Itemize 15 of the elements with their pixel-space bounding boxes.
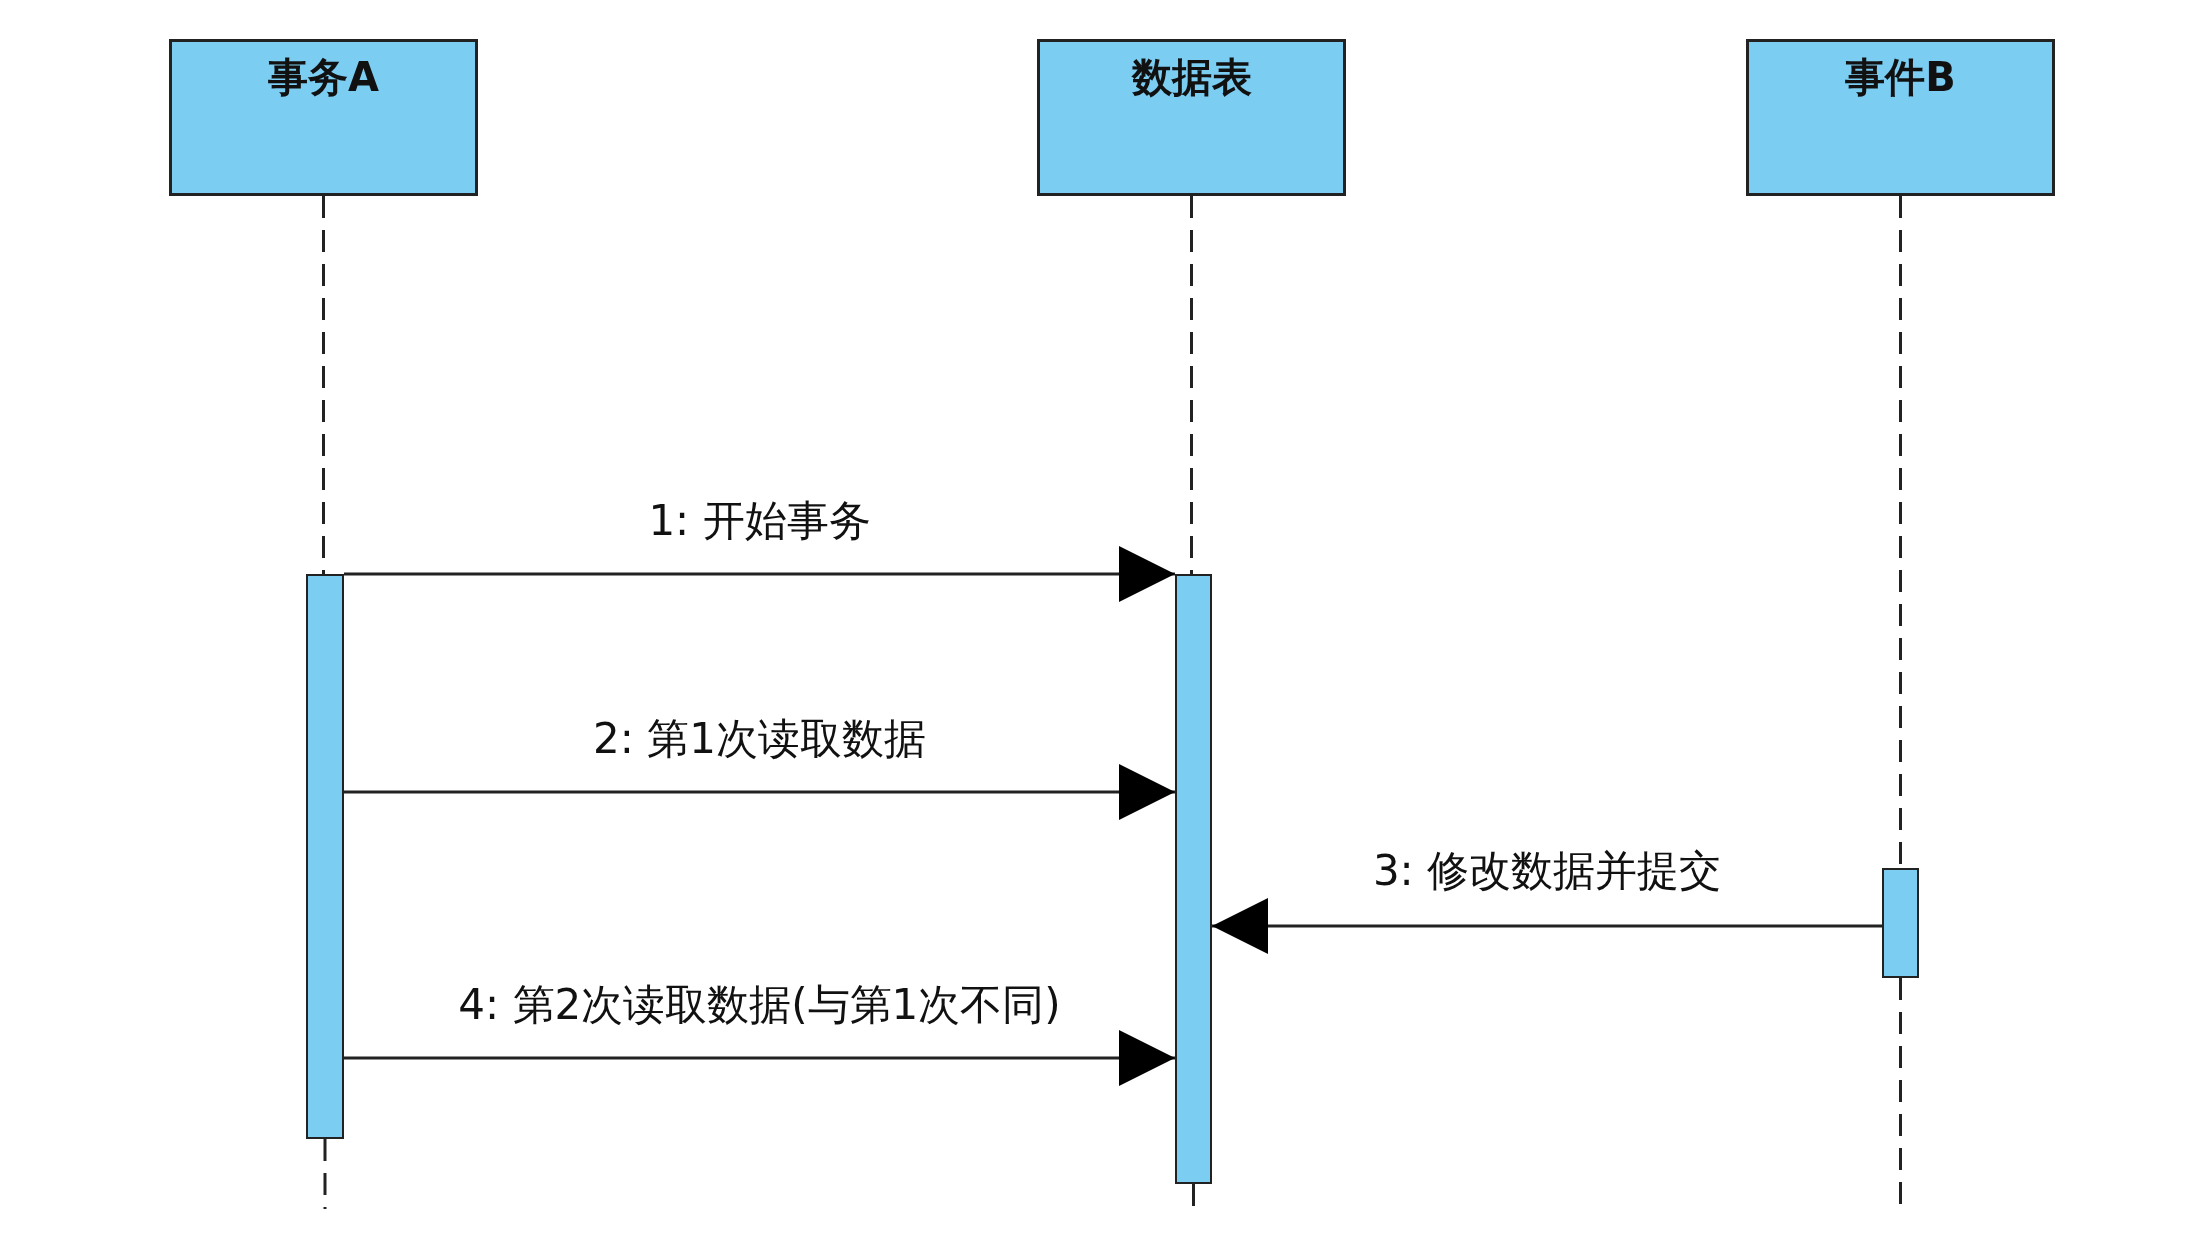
activation-bar (1175, 574, 1212, 1184)
participant-name: 事务A (267, 53, 380, 102)
participant-box (1037, 39, 1346, 196)
message-arrow (344, 1030, 1175, 1086)
lifeline (322, 196, 325, 574)
message-arrow (1212, 898, 1882, 954)
participant-box (169, 39, 478, 196)
message-arrow (344, 764, 1175, 820)
lifeline (1190, 196, 1193, 574)
participant-name: 事件B (1844, 53, 1957, 102)
participant-box (1746, 39, 2055, 196)
message-arrow (344, 546, 1175, 602)
participant-name: 数据表 (1130, 53, 1253, 102)
activation-bar (1882, 868, 1919, 978)
activation-bar (306, 574, 344, 1139)
